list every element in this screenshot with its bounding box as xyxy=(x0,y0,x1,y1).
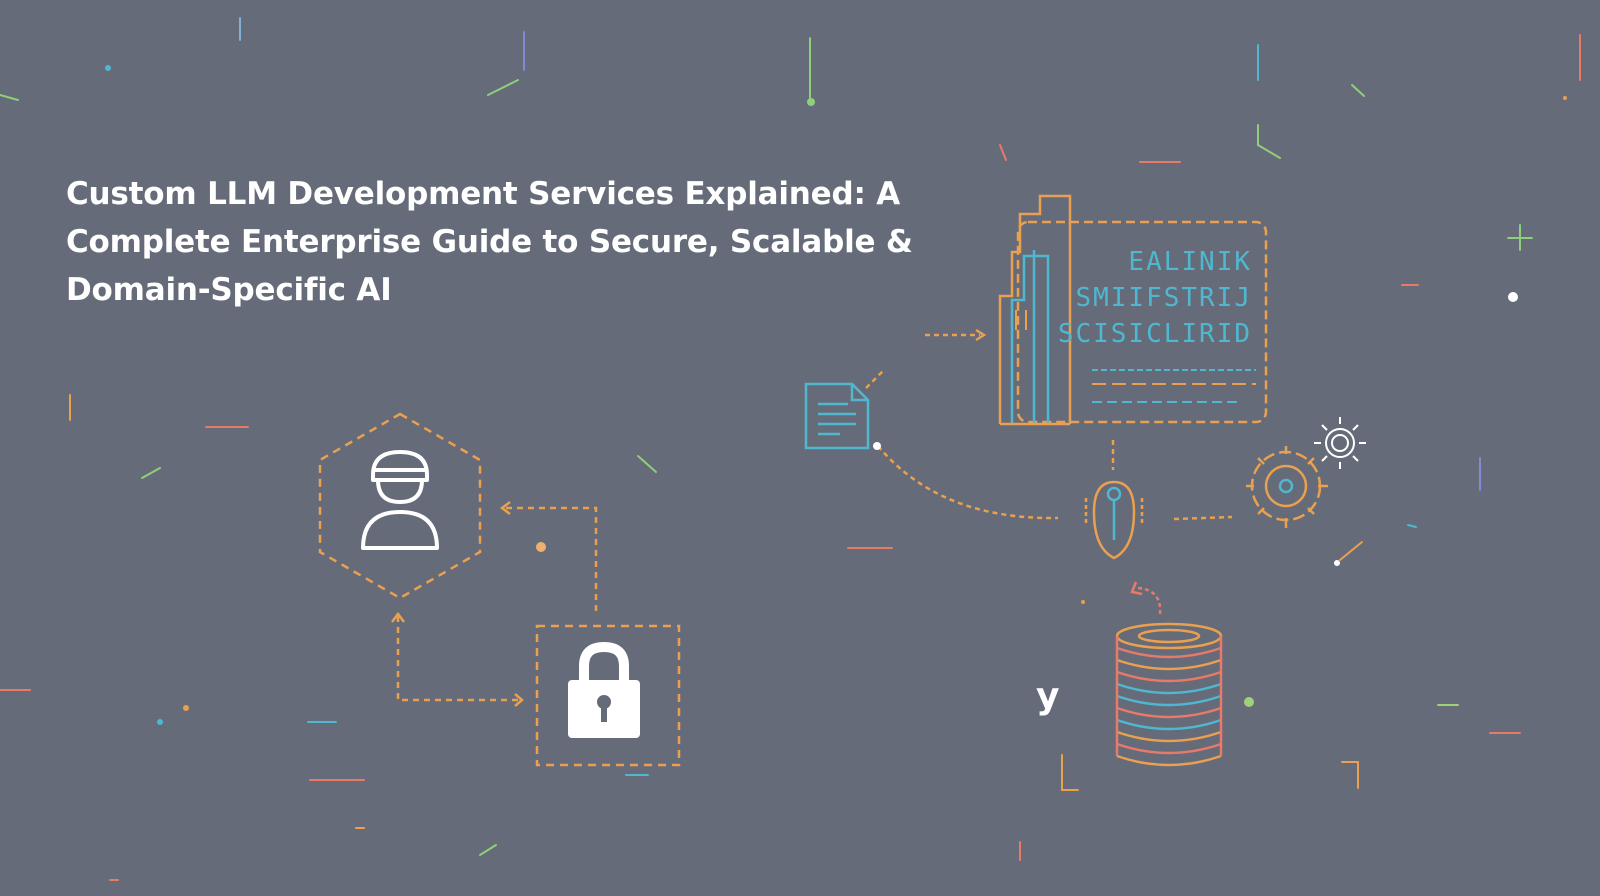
connector-dot xyxy=(1081,600,1085,604)
bulb-icon xyxy=(1084,480,1144,560)
gear-icon xyxy=(1246,446,1328,528)
arrow-left-icon xyxy=(499,501,511,515)
arrow-right-icon xyxy=(514,693,524,707)
title-line-3: Domain-Specific AI xyxy=(66,272,392,308)
arrow-right-icon xyxy=(975,328,987,342)
monitor-text-1: EALINIK xyxy=(1128,247,1252,277)
user-lock-connectors xyxy=(396,506,598,702)
title-line-2: Complete Enterprise Guide to Secure, Sca… xyxy=(66,224,913,260)
user-icon xyxy=(318,412,482,600)
document-icon xyxy=(804,382,870,450)
lock-icon xyxy=(535,624,681,767)
connector-dot xyxy=(536,542,546,552)
refresh-arrow-icon xyxy=(1137,586,1162,615)
title-line-1: Custom LLM Development Services Explaine… xyxy=(66,176,901,212)
sun-icon xyxy=(1314,417,1366,469)
doc-connector xyxy=(865,369,885,389)
arrow-head xyxy=(1130,581,1143,596)
monitor-icon xyxy=(998,194,1268,426)
stray-glyph: y xyxy=(1036,676,1059,717)
page-title: Custom LLM Development Services Explaine… xyxy=(66,170,913,314)
monitor-text-3: SCISICLIRID xyxy=(1058,319,1252,349)
arrow-up-icon xyxy=(391,611,405,623)
background-dashes xyxy=(0,17,1581,881)
bulb-gear-connector xyxy=(1173,515,1233,521)
monitor-text-2: SMIIFSTRIJ xyxy=(1075,283,1252,313)
doc-bulb-connector xyxy=(877,445,1059,520)
connector-dot xyxy=(873,442,881,450)
database-icon xyxy=(1115,622,1223,767)
